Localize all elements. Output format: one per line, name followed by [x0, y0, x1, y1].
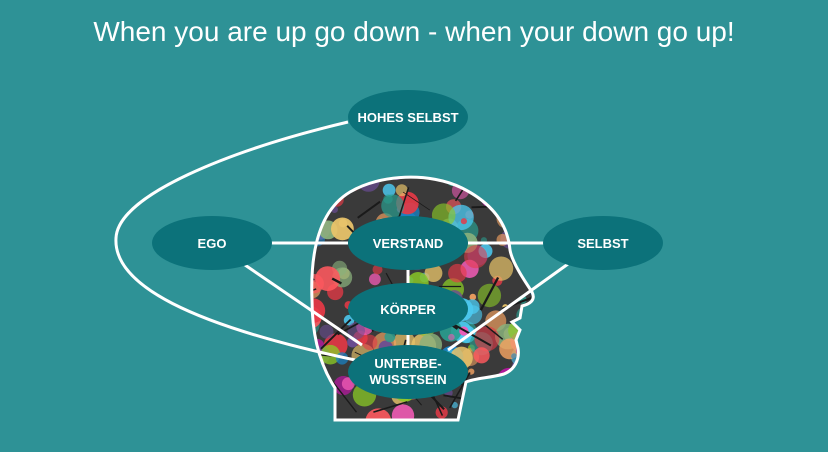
node-label-unterbewusstsein-line1: UNTERBE-: [374, 356, 441, 371]
node-label-verstand: VERSTAND: [373, 236, 444, 251]
node-unterbewusstsein[interactable]: UNTERBE- WUSSTSEIN: [348, 345, 468, 399]
node-ego[interactable]: EGO: [152, 216, 272, 270]
node-selbst[interactable]: SELBST: [543, 216, 663, 270]
edge-selbst-unterbewusstsein: [447, 262, 569, 352]
node-hohes-selbst[interactable]: HOHES SELBST: [348, 90, 468, 144]
edge-hohes-selbst-unterbewusstsein: [114, 120, 356, 362]
node-label-hohes-selbst: HOHES SELBST: [357, 110, 458, 125]
edge-ego-unterbewusstsein: [244, 263, 363, 347]
node-koerper[interactable]: KÖRPER: [348, 283, 468, 335]
node-label-unterbewusstsein-line2: WUSSTSEIN: [369, 372, 446, 387]
node-label-selbst: SELBST: [577, 236, 628, 251]
connection-lines: [114, 120, 569, 362]
node-label-ego: EGO: [198, 236, 227, 251]
node-verstand[interactable]: VERSTAND: [348, 216, 468, 270]
node-label-koerper: KÖRPER: [380, 302, 436, 317]
page-title: When you are up go down - when your down…: [93, 16, 735, 47]
